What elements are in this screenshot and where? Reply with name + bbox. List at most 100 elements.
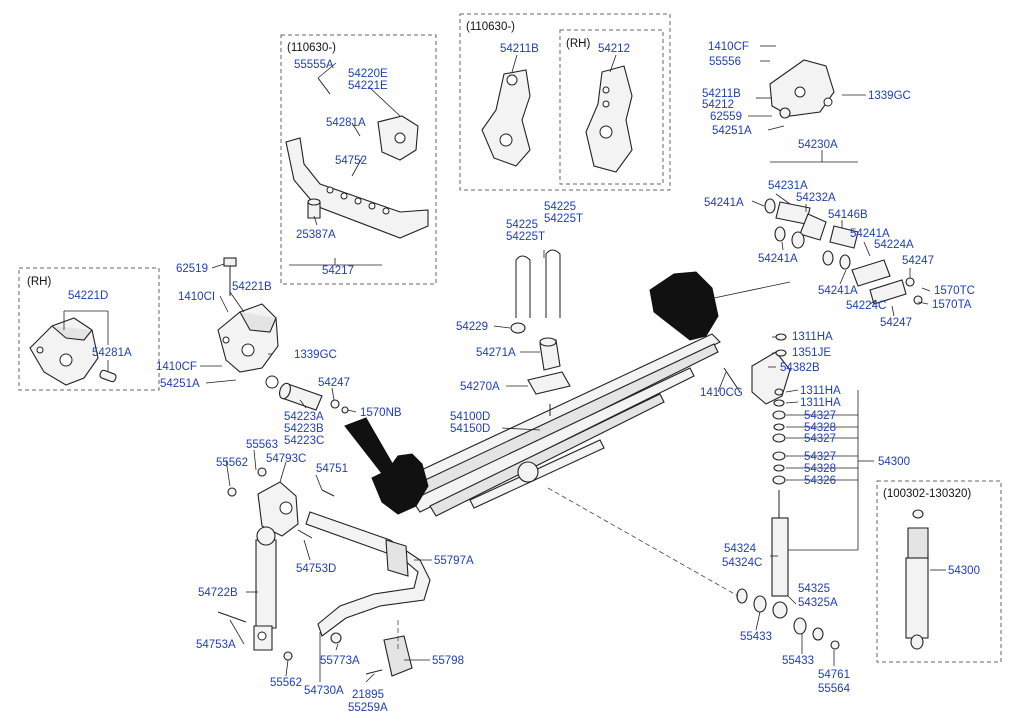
label-54793c[interactable]: 54793C — [266, 453, 306, 465]
label-54224c[interactable]: 54224C — [846, 300, 886, 312]
label-55556[interactable]: 55556 — [709, 56, 741, 68]
label-55797a[interactable]: 55797A — [434, 555, 474, 567]
label-62519[interactable]: 62519 — [176, 263, 208, 275]
label-54382b[interactable]: 54382B — [780, 362, 820, 374]
label-1410cf-top[interactable]: 1410CF — [708, 41, 749, 53]
label-55433-1[interactable]: 55433 — [740, 631, 772, 643]
label-54230a[interactable]: 54230A — [798, 139, 838, 151]
label-54271a[interactable]: 54271A — [476, 347, 516, 359]
label-54722b[interactable]: 54722B — [198, 587, 238, 599]
label-54221e[interactable]: 54221E — [348, 80, 388, 92]
label-54229[interactable]: 54229 — [456, 321, 488, 333]
label-54270a[interactable]: 54270A — [460, 381, 500, 393]
label-54753a[interactable]: 54753A — [196, 639, 236, 651]
label-54241a-4[interactable]: 54241A — [818, 285, 858, 297]
label-54300-main[interactable]: 54300 — [878, 456, 910, 468]
box-shock-alt — [876, 480, 1002, 663]
label-54217[interactable]: 54217 — [322, 265, 354, 277]
box-rh-left — [18, 267, 160, 391]
label-1570nb[interactable]: 1570NB — [360, 407, 402, 419]
label-54247-left[interactable]: 54247 — [318, 377, 350, 389]
label-54211b-right[interactable]: 54211B — [702, 88, 741, 100]
label-54327-1[interactable]: 54327 — [804, 410, 836, 422]
label-54211b-top[interactable]: 54211B — [500, 43, 539, 55]
label-54281a-top[interactable]: 54281A — [326, 117, 366, 129]
label-54212-right[interactable]: 54212 — [702, 99, 734, 111]
box-110630-center-header: (110630-) — [287, 42, 336, 54]
label-54100d[interactable]: 54100D — [450, 411, 490, 423]
label-25387a[interactable]: 25387A — [296, 229, 336, 241]
label-54225t-a[interactable]: 54225T — [506, 231, 545, 243]
label-54327-2[interactable]: 54327 — [804, 433, 836, 445]
label-62559[interactable]: 62559 — [710, 111, 742, 123]
label-54325[interactable]: 54325 — [798, 583, 830, 595]
label-54324[interactable]: 54324 — [724, 543, 757, 555]
label-55562-bottom[interactable]: 55562 — [270, 677, 302, 689]
label-54221b[interactable]: 54221B — [232, 281, 272, 293]
label-54730a[interactable]: 54730A — [304, 685, 344, 697]
label-54220e[interactable]: 54220E — [348, 68, 388, 80]
label-54247-right2[interactable]: 54247 — [880, 317, 912, 329]
label-55773a[interactable]: 55773A — [320, 655, 360, 667]
label-54300-alt[interactable]: 54300 — [948, 565, 980, 577]
label-1339gc-right[interactable]: 1339GC — [868, 90, 911, 102]
label-54232a[interactable]: 54232A — [796, 192, 836, 204]
label-54146b[interactable]: 54146B — [828, 209, 868, 221]
label-1570tc[interactable]: 1570TC — [934, 285, 975, 297]
label-54150d[interactable]: 54150D — [450, 423, 490, 435]
label-54753d[interactable]: 54753D — [296, 563, 336, 575]
label-54225-b[interactable]: 54225 — [544, 201, 576, 213]
label-54212-top[interactable]: 54212 — [598, 43, 630, 55]
label-54752[interactable]: 54752 — [335, 155, 367, 167]
label-54247-right[interactable]: 54247 — [902, 255, 934, 267]
label-54327-3[interactable]: 54327 — [804, 451, 836, 463]
shock-absorber-alt — [905, 509, 929, 650]
label-54223a[interactable]: 54223A — [284, 411, 324, 423]
label-54251a-left[interactable]: 54251A — [160, 378, 200, 390]
label-54231a[interactable]: 54231A — [768, 180, 808, 192]
label-1311ha-3[interactable]: 1311HA — [800, 397, 841, 409]
label-55259a[interactable]: 55259A — [348, 702, 388, 714]
label-55564[interactable]: 55564 — [818, 683, 851, 695]
label-55433-2[interactable]: 55433 — [782, 655, 814, 667]
bushing-set-right — [764, 198, 923, 305]
box-110630-mid — [459, 13, 671, 191]
label-21895[interactable]: 21895 — [352, 689, 384, 701]
label-54241a-3[interactable]: 54241A — [758, 253, 798, 265]
label-54751[interactable]: 54751 — [316, 463, 348, 475]
label-1410cg[interactable]: 1410CG — [700, 387, 743, 399]
label-55798[interactable]: 55798 — [432, 655, 464, 667]
label-54761[interactable]: 54761 — [818, 669, 850, 681]
label-1410ci[interactable]: 1410CI — [178, 291, 215, 303]
box-rh-mid-header: (RH) — [566, 38, 590, 50]
label-54328-1[interactable]: 54328 — [804, 422, 836, 434]
label-54223c[interactable]: 54223C — [284, 435, 324, 447]
shackle-pin-left — [265, 375, 349, 414]
label-1311ha-1[interactable]: 1311HA — [792, 331, 833, 343]
label-54224a[interactable]: 54224A — [874, 239, 914, 251]
box-rh-left-header: (RH) — [27, 276, 51, 288]
label-55563[interactable]: 55563 — [246, 439, 278, 451]
box-110630-mid-header: (110630-) — [466, 21, 515, 33]
label-54241a-2[interactable]: 54241A — [850, 228, 890, 240]
label-1311ha-2[interactable]: 1311HA — [800, 385, 841, 397]
label-54251a-right[interactable]: 54251A — [712, 125, 752, 137]
label-1410cf-left[interactable]: 1410CF — [156, 361, 197, 373]
label-54325a[interactable]: 54325A — [798, 597, 838, 609]
label-54225t-b[interactable]: 54225T — [544, 213, 583, 225]
label-54223b[interactable]: 54223B — [284, 423, 324, 435]
label-54241a-1[interactable]: 54241A — [704, 197, 744, 209]
label-54225-a[interactable]: 54225 — [506, 219, 538, 231]
label-55555a[interactable]: 55555A — [294, 59, 334, 71]
label-54328-2[interactable]: 54328 — [804, 463, 836, 475]
label-54326[interactable]: 54326 — [804, 475, 836, 487]
label-54324c[interactable]: 54324C — [722, 557, 762, 569]
label-54221d[interactable]: 54221D — [68, 290, 108, 302]
label-55562-top[interactable]: 55562 — [216, 457, 248, 469]
stabilizer-assembly — [217, 467, 431, 677]
label-54281a-left[interactable]: 54281A — [92, 347, 132, 359]
label-1570ta[interactable]: 1570TA — [932, 299, 972, 311]
label-1339gc-left[interactable]: 1339GC — [294, 349, 337, 361]
label-1351je[interactable]: 1351JE — [792, 347, 831, 359]
